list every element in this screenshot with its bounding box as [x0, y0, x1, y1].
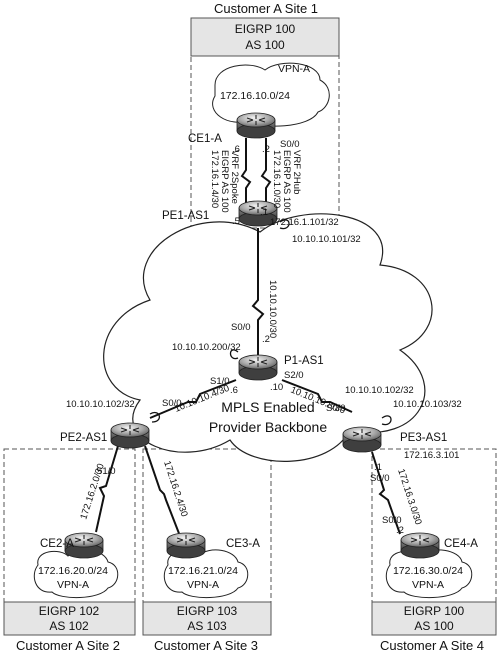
p1-dot6: .6 — [230, 385, 238, 396]
pe1-loopback-2: 10.10.10.101/32 — [292, 234, 361, 245]
site4-vpn-net: 172.16.30.0/24 — [393, 565, 463, 577]
router-pe3-label: PE3-AS1 — [400, 432, 447, 444]
site1-eigrp: EIGRP 100 — [235, 22, 296, 36]
loopback-markers — [149, 219, 392, 426]
site4-eigrp-box — [371, 601, 497, 636]
links — [95, 138, 401, 537]
link-p1-pe3 — [281, 379, 353, 413]
pe3-s00b: S0/0 — [370, 473, 390, 484]
site2-vpn-label: VPN-A — [57, 579, 89, 591]
site2-as: AS 102 — [49, 619, 89, 633]
router-ce4[interactable] — [400, 532, 440, 559]
site2-boundary — [3, 448, 136, 636]
pe2-loopback — [149, 411, 160, 423]
site2-vpn-net: 172.16.20.0/24 — [38, 565, 108, 577]
link-left-c: VRF 2Spoke — [229, 150, 240, 204]
p1-loopback — [229, 349, 239, 360]
link-ce1-pe1-right — [260, 138, 272, 206]
pe1-loopback-1: 172.16.1.101/32 — [270, 217, 339, 228]
site2-eigrp: EIGRP 102 — [39, 604, 100, 618]
p1-s10: S1/0 — [210, 376, 230, 387]
p1-s00: S0/0 — [231, 322, 251, 333]
router-pe2-label: PE2-AS1 — [60, 432, 107, 444]
site2-vpn-cloud — [33, 549, 119, 599]
site3-eigrp: EIGRP 103 — [177, 604, 238, 618]
pe2-s10: S1/0 — [96, 466, 116, 477]
pe2-s00: S0/0 — [162, 398, 182, 409]
pe3-loopback — [381, 415, 392, 426]
ce1-dot6: .6 — [232, 144, 240, 155]
link-right-c: VRF 2Hub — [291, 150, 302, 194]
site3-vpn-label: VPN-A — [187, 579, 219, 591]
router-pe2[interactable] — [110, 422, 150, 449]
pe3-s00: S0/0 — [326, 403, 346, 414]
pe1-p1-net: 10.10.10.0/30 — [267, 280, 278, 338]
site1-title: Customer A Site 1 — [214, 1, 318, 16]
link-pe3-ce4 — [371, 451, 401, 535]
pe3-loopback-2: 10.10.10.103/32 — [393, 399, 462, 410]
link-right-b: EIGRP AS 100 — [281, 150, 292, 213]
router-ce1[interactable] — [236, 112, 276, 139]
link-left-a: 172.16.1.4/30 — [209, 150, 220, 208]
mpls-title-line1: MPLS Enabled — [221, 399, 314, 415]
site2-eigrp-box — [3, 601, 136, 636]
router-pe3[interactable] — [342, 426, 382, 453]
link-pe1-p1 — [251, 228, 265, 360]
ce1-dot2: .2 — [262, 144, 270, 155]
site1-vpn-label: VPN-A — [278, 63, 310, 75]
pe3-loopback-3: 172.16.3.101 — [404, 450, 459, 461]
link-ce1-pe1-left — [240, 138, 252, 206]
site1-eigrp-box — [190, 17, 340, 57]
site3-as: AS 103 — [187, 619, 227, 633]
link-pe2-ce3 — [144, 445, 181, 537]
link-right-a: 172.16.1.0/30 — [271, 150, 282, 208]
router-ce2-label: CE2-A — [40, 538, 74, 550]
ce1-s00: S0/0 — [280, 139, 300, 150]
site2-title: Customer A Site 2 — [16, 638, 120, 653]
pe2-loopback: 10.10.10.102/32 — [66, 399, 135, 410]
p1-dot10: .10 — [270, 382, 283, 393]
link-left-b: EIGRP AS 100 — [219, 150, 230, 213]
link-pe2-ce2 — [95, 445, 119, 533]
pe1-dot5: .5 — [232, 216, 240, 227]
pe1-loopback — [279, 219, 290, 230]
link-p1-pe2 — [149, 379, 237, 419]
site1-as: AS 100 — [245, 38, 285, 52]
p1-loopback: 10.10.10.200/32 — [172, 342, 241, 353]
ce4-dot2: .2 — [396, 525, 404, 536]
pe3-loopback-1: 10.10.10.102/32 — [345, 385, 414, 396]
router-p1[interactable] — [238, 354, 278, 381]
router-pe1-label: PE1-AS1 — [162, 210, 209, 222]
p1-dot2: .2 — [262, 334, 270, 345]
pe1-dot1: .1 — [260, 207, 268, 218]
p1-s20: S2/0 — [284, 370, 304, 381]
mpls-backbone-cloud — [103, 213, 433, 462]
site3-title: Customer A Site 3 — [154, 638, 258, 653]
site4-eigrp: EIGRP 100 — [404, 604, 465, 618]
site3-eigrp-box — [142, 601, 272, 636]
site4-vpn-label: VPN-A — [412, 579, 444, 591]
site3-vpn-net: 172.16.21.0/24 — [168, 565, 238, 577]
router-ce3[interactable] — [166, 532, 206, 559]
router-p1-label: P1-AS1 — [284, 355, 324, 367]
site4-as: AS 100 — [414, 619, 454, 633]
site4-title: Customer A Site 4 — [380, 638, 484, 653]
mpls-title-line2: Provider Backbone — [209, 419, 328, 435]
pe2-ce3-net: 172.16.2.4/30 — [161, 460, 189, 519]
ce4-s00: S0/0 — [382, 515, 402, 526]
router-ce1-label: CE1-A — [188, 133, 222, 145]
router-ce4-label: CE4-A — [444, 538, 478, 550]
site1-vpn-net: 172.16.10.0/24 — [220, 90, 290, 102]
pe3-dot1: .1 — [374, 462, 382, 473]
router-ce3-label: CE3-A — [226, 538, 260, 550]
